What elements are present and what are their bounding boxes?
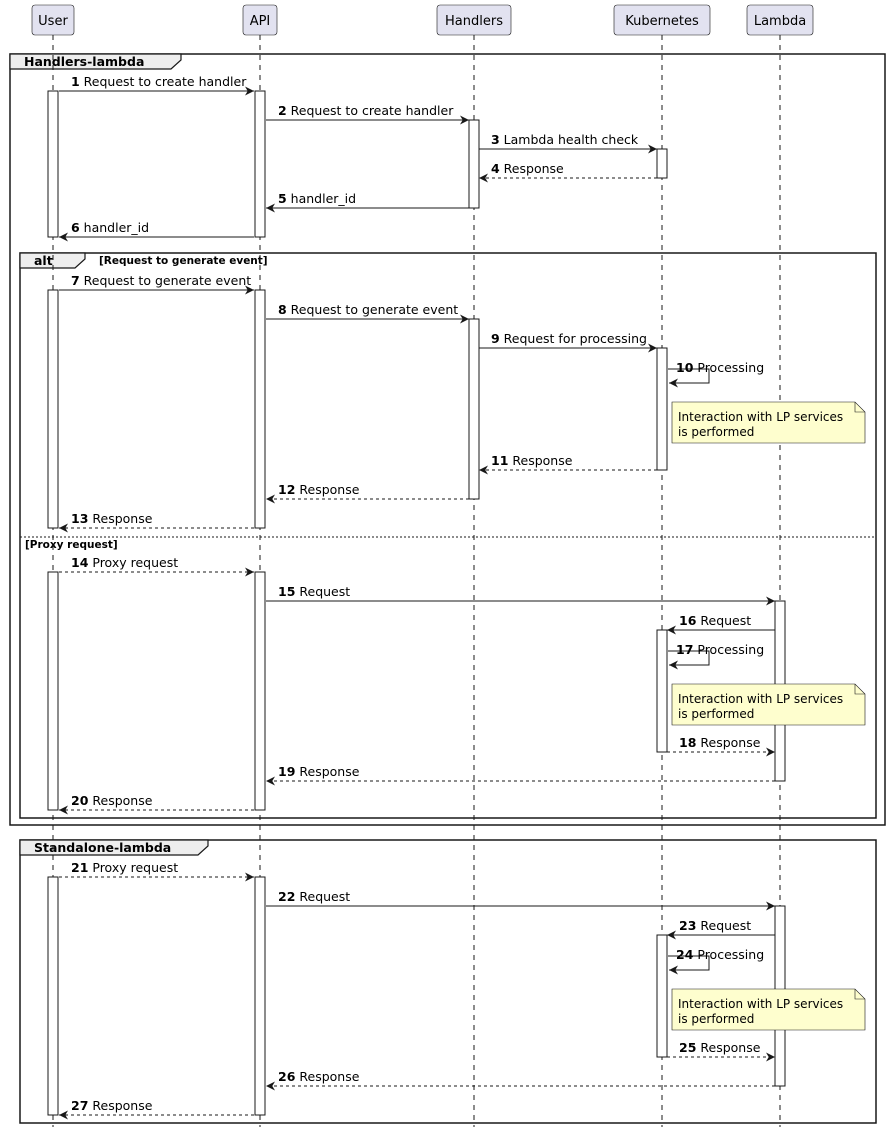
message-label: 1 Request to create handler xyxy=(71,74,247,89)
message-23: 23 Request xyxy=(667,918,775,940)
participant-label-api: API xyxy=(250,14,271,29)
message-label: 12 Response xyxy=(278,482,360,497)
message-9: 9 Request for processing xyxy=(479,331,657,353)
message-label: 2 Request to create handler xyxy=(278,103,454,118)
activation-k8s xyxy=(656,148,668,179)
message-25: 25 Response xyxy=(667,1040,775,1062)
note-line: is performed xyxy=(678,1012,754,1026)
note-line: Interaction with LP services xyxy=(678,692,843,706)
activation-k8s xyxy=(656,629,668,753)
message-label: 7 Request to generate event xyxy=(71,273,251,288)
message-label: 15 Request xyxy=(278,584,350,599)
message-label: 19 Response xyxy=(278,764,360,779)
activation-k8s xyxy=(656,347,668,471)
message-12: 12 Response xyxy=(266,482,469,504)
activation-user xyxy=(47,289,59,529)
message-22: 22 Request xyxy=(266,889,775,911)
message-label: 21 Proxy request xyxy=(71,860,178,875)
message-label: 9 Request for processing xyxy=(491,331,647,346)
alt-condition-1: [Request to generate event] xyxy=(99,255,268,267)
message-label: 23 Request xyxy=(679,918,751,933)
message-11: 11 Response xyxy=(479,453,657,475)
note-line: is performed xyxy=(678,707,754,721)
participant-label-lambda: Lambda xyxy=(754,14,806,29)
message-20: 20 Response xyxy=(59,793,254,815)
note-line: is performed xyxy=(678,425,754,439)
message-label: 20 Response xyxy=(71,793,153,808)
message-7: 7 Request to generate event xyxy=(59,273,254,295)
activation-k8s xyxy=(656,934,668,1058)
participant-label-k8s: Kubernetes xyxy=(625,14,699,29)
message-2: 2 Request to create handler xyxy=(266,103,469,125)
message-label: 22 Request xyxy=(278,889,350,904)
message-17: 17 Processing xyxy=(668,642,764,670)
message-16: 16 Request xyxy=(667,613,775,635)
activation-user xyxy=(47,90,59,238)
message-label: 27 Response xyxy=(71,1098,153,1113)
message-label: 25 Response xyxy=(679,1040,761,1055)
message-label: 26 Response xyxy=(278,1069,360,1084)
frame-title-standalone-lambda: Standalone-lambda xyxy=(34,840,171,855)
participant-lambda-top: Lambda xyxy=(746,4,814,36)
message-5: 5 handler_id xyxy=(266,191,469,213)
activation-handlers xyxy=(468,318,480,500)
message-19: 19 Response xyxy=(266,764,775,786)
message-13: 13 Response xyxy=(59,511,254,533)
participant-label-handlers: Handlers xyxy=(445,14,503,29)
message-14: 14 Proxy request xyxy=(59,555,254,577)
frame-standalone-lambda: Standalone-lambda xyxy=(19,839,877,1124)
frame-title-handlers-lambda: Handlers-lambda xyxy=(24,54,144,69)
message-8: 8 Request to generate event xyxy=(266,302,469,324)
message-label: 4 Response xyxy=(491,161,564,176)
message-label: 10 Processing xyxy=(676,360,764,375)
participant-k8s-top: Kubernetes xyxy=(613,4,711,36)
message-label: 3 Lambda health check xyxy=(491,132,639,147)
activation-api xyxy=(254,90,266,238)
message-26: 26 Response xyxy=(266,1069,775,1091)
message-label: 16 Request xyxy=(679,613,751,628)
message-label: 18 Response xyxy=(679,735,761,750)
activation-user xyxy=(47,876,59,1116)
message-10: 10 Processing xyxy=(668,360,764,388)
message-6: 6 handler_id xyxy=(59,220,254,242)
message-label: 13 Response xyxy=(71,511,153,526)
message-label: 24 Processing xyxy=(676,947,764,962)
participant-label-user: User xyxy=(38,14,68,29)
message-label: 14 Proxy request xyxy=(71,555,178,570)
message-label: 6 handler_id xyxy=(71,220,149,235)
message-label: 8 Request to generate event xyxy=(278,302,458,317)
alt-condition-2: [Proxy request] xyxy=(25,539,118,551)
frame-alt: alt [Request to generate event] [Proxy req… xyxy=(19,252,877,819)
message-21: 21 Proxy request xyxy=(59,860,254,882)
message-18: 18 Response xyxy=(667,735,775,757)
activation-user xyxy=(47,571,59,811)
message-1: 1 Request to create handler xyxy=(59,74,254,96)
message-label: 17 Processing xyxy=(676,642,764,657)
message-label: 5 handler_id xyxy=(278,191,356,206)
message-label: 11 Response xyxy=(491,453,573,468)
note-line: Interaction with LP services xyxy=(678,997,843,1011)
message-15: 15 Request xyxy=(266,584,775,606)
message-3: 3 Lambda health check xyxy=(479,132,657,154)
participant-user-top: User xyxy=(31,4,75,36)
message-27: 27 Response xyxy=(59,1098,254,1120)
activation-handlers xyxy=(468,119,480,209)
activation-api xyxy=(254,876,266,1116)
frame-title-alt: alt xyxy=(34,253,53,268)
activation-api xyxy=(254,571,266,811)
participant-handlers-top: Handlers xyxy=(436,4,512,36)
participant-api-top: API xyxy=(242,4,278,36)
note-line: Interaction with LP services xyxy=(678,410,843,424)
activation-api xyxy=(254,289,266,529)
message-4: 4 Response xyxy=(479,161,657,183)
message-24: 24 Processing xyxy=(668,947,764,975)
